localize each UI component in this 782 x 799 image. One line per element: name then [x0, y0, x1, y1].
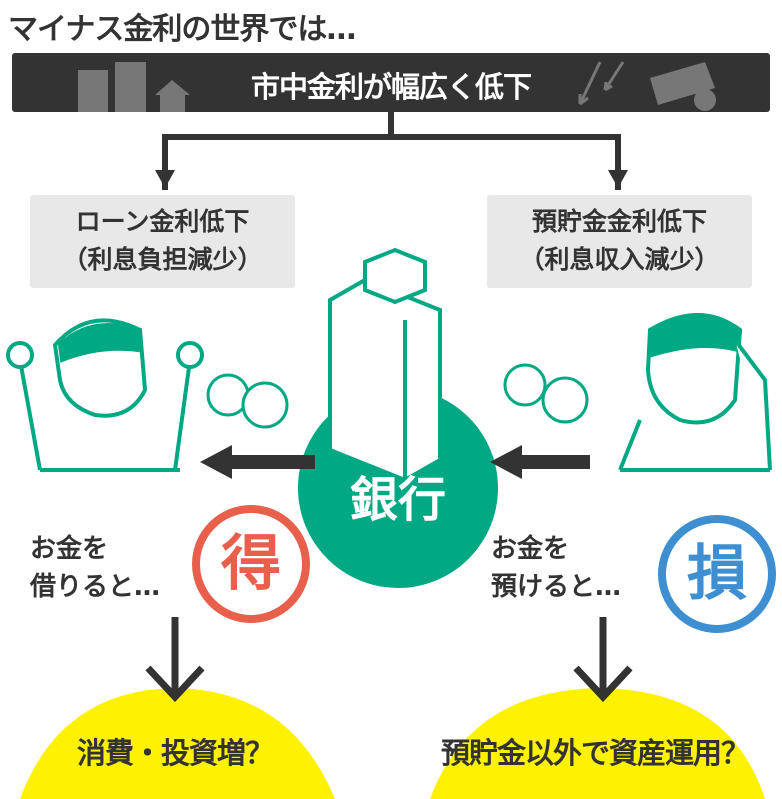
down-arrows-icon [578, 61, 625, 106]
bank-building-icon [328, 247, 442, 483]
borrower-result: 消費・投資増？ [76, 736, 274, 770]
loan-rate-line1: ローン金利低下 [75, 207, 250, 236]
banner-text: 市中金利が幅広く低下 [250, 70, 532, 104]
buildings-icon [78, 62, 190, 112]
deposit-rate-box: 預貯金金利低下 （利息収入減少） [487, 195, 752, 288]
worried-saver-illustration [618, 313, 772, 472]
borrow-line2: 借りると… [30, 572, 161, 602]
borrow-text: お金を 借りると… [30, 530, 160, 606]
arrows-to-people [200, 445, 590, 479]
gain-stamp: 得 [192, 505, 310, 623]
deposit-rate-line1: 預貯金金利低下 [531, 207, 707, 236]
down-arrows-results [145, 617, 633, 703]
saver-result: 預貯金以外で資産運用？ [440, 736, 750, 770]
money-cart-icon [650, 62, 716, 111]
deposit-line2: 預けると… [491, 572, 622, 602]
deposit-rate-line2: （利息収入減少） [519, 245, 720, 274]
bank-label: 銀行 [349, 472, 446, 528]
borrow-line1: お金を [30, 534, 109, 564]
deposit-text: お金を 預けると… [491, 530, 621, 606]
loan-rate-box: ローン金利低下 （利息負担減少） [30, 195, 295, 288]
deposit-line1: お金を [491, 534, 570, 564]
connector-arrows [155, 112, 628, 190]
page-title: マイナス金利の世界では… [8, 12, 356, 47]
loss-stamp: 損 [658, 515, 776, 633]
yellow-mounds [20, 688, 765, 799]
money-bags-icon [206, 363, 589, 429]
happy-borrower-illustration [6, 318, 204, 472]
loan-rate-line2: （利息負担減少） [62, 245, 263, 274]
